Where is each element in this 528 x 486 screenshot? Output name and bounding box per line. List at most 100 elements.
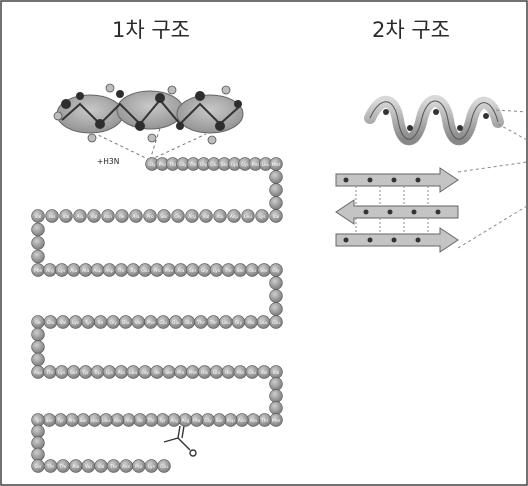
svg-text:Ile: Ile: [98, 320, 104, 326]
turn-bead-3-3: [31, 352, 45, 367]
amino-acid-27: Ala: [73, 209, 87, 223]
amino-acid-88: His: [221, 365, 236, 379]
svg-text:Thr: Thr: [168, 162, 177, 168]
svg-text:Pro: Pro: [153, 268, 160, 274]
amino-acid-74: Lys: [55, 365, 69, 379]
amino-acid-24: Ile: [115, 209, 129, 223]
svg-text:Tyr: Tyr: [84, 320, 92, 326]
svg-text:Ile: Ile: [137, 418, 143, 424]
turn-bead-4-2: [269, 389, 283, 403]
amino-acid-25: Asn: [101, 209, 115, 223]
turn-bead-5-3: [31, 447, 45, 462]
svg-text:Asn: Asn: [238, 418, 247, 424]
svg-text:Trp: Trp: [93, 370, 101, 376]
svg-text:Glu: Glu: [47, 320, 55, 326]
svg-text:Glu: Glu: [248, 268, 256, 274]
amino-acid-41: Pro: [150, 263, 164, 277]
turn-bead-1-3: [31, 249, 45, 264]
svg-text:Gly: Gly: [201, 268, 209, 274]
svg-text:Pro: Pro: [68, 418, 75, 424]
svg-text:Ala: Ala: [72, 464, 79, 470]
svg-text:Lys: Lys: [213, 268, 221, 274]
svg-text:Gly: Gly: [174, 214, 182, 220]
amino-acid-104: Thr: [144, 413, 159, 427]
amino-acid-107: Ala: [110, 413, 125, 427]
amino-acid-96: Asn: [235, 413, 249, 427]
svg-text:Val: Val: [60, 320, 67, 326]
amino-acid-32: Arg: [43, 263, 57, 277]
svg-text:Pro: Pro: [193, 418, 200, 424]
amino-acid-67: Tyr: [81, 315, 95, 329]
amino-acid-78: Lys: [102, 365, 117, 379]
peptide-backbone-molecule: [53, 83, 244, 161]
amino-acid-15: Leu: [241, 209, 255, 223]
svg-text:Ala: Ala: [70, 268, 77, 274]
svg-text:Thr: Thr: [189, 162, 198, 168]
amino-acid-120: Val: [94, 459, 108, 473]
amino-acid-47: Thr: [221, 263, 236, 277]
svg-text:Thr: Thr: [58, 464, 67, 470]
amino-acid-115: Ser: [31, 459, 45, 473]
svg-text:Pro: Pro: [135, 464, 142, 470]
amino-acid-31: Phe: [31, 263, 45, 277]
amino-acid-19: Arg: [185, 209, 199, 223]
amino-acid-94: Thr: [257, 413, 272, 427]
amino-acid-73: Thr: [43, 365, 57, 379]
svg-text:Tyr: Tyr: [81, 370, 89, 376]
svg-text:Gly: Gly: [109, 320, 117, 326]
amino-acid-82: Ile: [150, 365, 164, 379]
svg-text:Val: Val: [261, 370, 268, 376]
svg-text:Ile: Ile: [154, 370, 160, 376]
svg-text:His: His: [48, 214, 56, 220]
n-terminus-label: +H3N: [97, 157, 119, 166]
amino-acid-122: Asn: [119, 459, 133, 473]
svg-text:Ala: Ala: [250, 418, 257, 424]
amino-acid-21: Ser: [157, 209, 171, 223]
svg-text:Val: Val: [35, 214, 42, 220]
svg-text:Val: Val: [63, 214, 70, 220]
amino-acid-14: Lys: [255, 209, 269, 223]
amino-acid-63: Val: [131, 315, 145, 329]
turn-bead-2-2: [269, 289, 283, 303]
svg-text:Ala: Ala: [177, 268, 184, 274]
svg-text:Gly: Gly: [235, 320, 243, 326]
svg-text:Pro: Pro: [177, 370, 184, 376]
amino-acid-111: Pro: [65, 413, 79, 427]
amino-acid-123: Pro: [132, 459, 146, 473]
alpha-helix: [364, 95, 504, 146]
amino-acid-106: Ala: [121, 413, 136, 427]
svg-text:Ser: Ser: [189, 268, 197, 274]
turn-bead-3-1: [31, 327, 45, 342]
amino-acid-109: Leu: [87, 413, 102, 427]
amino-acid-36: Asp: [90, 263, 105, 277]
amino-acid-40: Glu: [138, 263, 152, 277]
svg-text:Ser: Ser: [236, 268, 244, 274]
svg-text:Leu: Leu: [129, 370, 137, 376]
svg-text:Thr: Thr: [45, 370, 54, 376]
svg-text:Phe: Phe: [188, 370, 197, 376]
amino-acid-28: Val: [59, 209, 73, 223]
amino-acid-59: Glu: [181, 315, 196, 329]
svg-text:Ala: Ala: [114, 418, 121, 424]
amino-acid-86: His: [197, 365, 212, 379]
svg-text:Thr: Thr: [109, 464, 118, 470]
svg-text:Cys: Cys: [241, 162, 250, 168]
amino-acid-53: Leu: [256, 315, 271, 329]
svg-text:Ser: Ser: [70, 370, 78, 376]
svg-text:Lys: Lys: [148, 464, 156, 470]
svg-text:Phe: Phe: [146, 320, 155, 326]
amino-acid-42: Phe: [162, 263, 176, 277]
amino-acid-99: Gly: [201, 413, 215, 427]
amino-acid-17: Ala: [213, 209, 227, 223]
amino-acid-62: Phe: [144, 315, 158, 329]
svg-text:Tyr: Tyr: [34, 418, 42, 424]
amino-acid-117: Thr: [56, 459, 70, 473]
svg-text:Ser: Ser: [165, 370, 173, 376]
svg-text:Phe: Phe: [165, 268, 174, 274]
amino-acid-29: His: [45, 209, 59, 223]
svg-text:His: His: [201, 370, 209, 376]
svg-text:Thr: Thr: [260, 418, 269, 424]
amino-acid-33: Lys: [55, 263, 69, 277]
amino-acid-69: Val: [56, 315, 70, 329]
svg-text:Gly: Gly: [179, 162, 187, 168]
